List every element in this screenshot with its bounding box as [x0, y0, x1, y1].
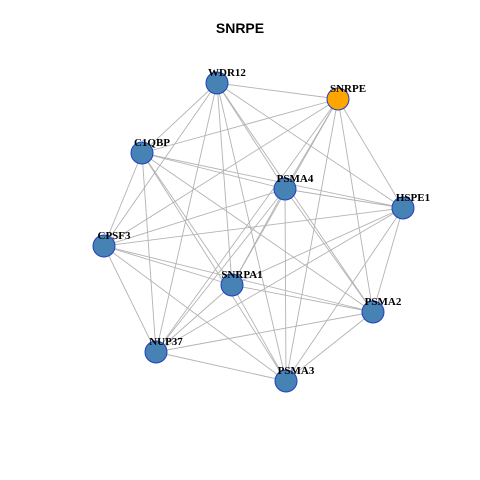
node-label-cpsf3: CPSF3 — [98, 230, 132, 242]
edge-c1qbp-snrpa1 — [141, 152, 233, 286]
edge-psma4-hspe1 — [284, 188, 404, 209]
edge-wdr12-psma2 — [216, 82, 374, 313]
edge-psma4-psma3 — [284, 188, 287, 382]
edge-c1qbp-cpsf3 — [103, 152, 143, 247]
node-cpsf3[interactable] — [92, 234, 116, 258]
node-label-wdr12: WDR12 — [208, 67, 246, 79]
edge-hspe1-cpsf3 — [103, 207, 404, 247]
node-snrpe[interactable] — [326, 87, 350, 111]
edge-snrpe-psma2 — [337, 98, 374, 313]
edge-psma4-nup37 — [155, 188, 286, 353]
node-label-psma3: PSMA3 — [278, 365, 315, 377]
edge-cpsf3-psma3 — [103, 245, 287, 382]
node-c1qbp[interactable] — [130, 141, 154, 165]
edge-wdr12-hspe1 — [216, 82, 404, 209]
edge-layer — [103, 82, 404, 382]
node-psma2[interactable] — [361, 300, 385, 324]
chart-title: SNRPE — [215, 20, 265, 36]
edge-wdr12-snrpa1 — [216, 82, 233, 286]
edge-c1qbp-psma3 — [141, 152, 287, 382]
node-snrpa1[interactable] — [220, 273, 244, 297]
edge-wdr12-cpsf3 — [103, 82, 218, 247]
node-label-snrpe: SNRPE — [330, 83, 366, 95]
edge-c1qbp-nup37 — [141, 152, 157, 353]
edge-cpsf3-nup37 — [103, 245, 157, 353]
edge-snrpe-c1qbp — [141, 98, 339, 154]
node-label-psma2: PSMA2 — [365, 296, 402, 308]
node-nup37[interactable] — [144, 340, 168, 364]
edge-wdr12-psma4 — [216, 82, 286, 190]
edge-hspe1-nup37 — [155, 207, 404, 353]
node-hspe1[interactable] — [391, 196, 415, 220]
node-label-hspe1: HSPE1 — [396, 192, 430, 204]
edge-c1qbp-psma4 — [141, 152, 286, 190]
node-label-snrpa1: SNRPA1 — [221, 269, 262, 281]
node-layer — [92, 71, 415, 393]
node-label-nup37: NUP37 — [149, 336, 183, 348]
node-psma4[interactable] — [273, 177, 297, 201]
edge-wdr12-c1qbp — [141, 82, 218, 154]
edge-cpsf3-snrpa1 — [103, 245, 233, 286]
node-label-psma4: PSMA4 — [277, 173, 314, 185]
edge-wdr12-snrpe — [216, 82, 339, 100]
edge-snrpa1-psma2 — [231, 284, 374, 313]
edge-snrpe-hspe1 — [337, 98, 404, 209]
edge-snrpe-psma3 — [285, 98, 339, 382]
edge-snrpa1-nup37 — [155, 284, 233, 353]
node-psma3[interactable] — [274, 369, 298, 393]
edge-psma2-psma3 — [285, 311, 374, 382]
node-label-c1qbp: C1QBP — [134, 137, 170, 149]
edge-psma2-nup37 — [155, 311, 374, 353]
edge-nup37-psma3 — [155, 351, 287, 382]
edge-hspe1-snrpa1 — [231, 207, 404, 286]
edge-c1qbp-psma2 — [141, 152, 374, 313]
edge-psma4-snrpa1 — [231, 188, 286, 286]
edge-psma4-cpsf3 — [103, 188, 286, 247]
node-wdr12[interactable] — [205, 71, 229, 95]
edge-hspe1-psma3 — [285, 207, 404, 382]
edge-hspe1-psma2 — [372, 207, 404, 313]
edge-psma4-psma2 — [284, 188, 374, 313]
edge-c1qbp-hspe1 — [141, 152, 404, 209]
